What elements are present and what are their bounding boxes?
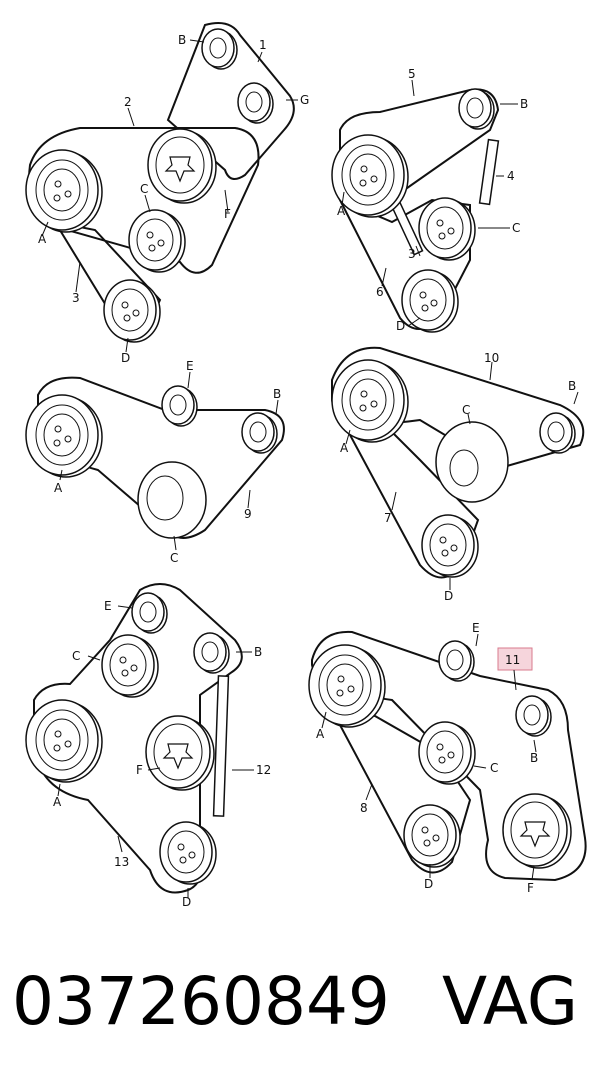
label-d: D [121,351,130,365]
brand-name: VAG [441,963,578,1040]
label-f: F [136,763,143,777]
callout-13: 13 [114,855,129,869]
callout-9: 9 [244,507,252,521]
label-b: B [568,379,576,393]
callout-2: 2 [124,95,132,109]
pulley-a-icon [308,644,386,728]
pulley-a-icon [25,699,103,783]
label-b: B [530,751,538,765]
pulley-e-icon [161,385,198,427]
label-a: A [316,727,325,741]
pulley-e-icon [131,592,168,634]
callout-3b: 3 [408,247,416,261]
label-c: C [462,403,470,417]
label-f: F [527,881,534,895]
label-c: C [512,221,520,235]
label-e: E [104,599,112,613]
pulley-f-icon [502,793,572,869]
pulley-c-icon [137,461,207,539]
label-b: B [273,387,281,401]
pulley-d-icon [403,804,461,868]
label-g: G [300,93,309,107]
label-a: A [337,204,346,218]
callout-10: 10 [484,351,499,365]
pulley-b-icon [515,695,552,737]
callout-5: 5 [408,67,416,81]
pulley-f-icon [145,715,215,791]
pulley-c-icon [435,421,509,503]
pulley-a-icon [25,149,103,233]
pulley-b-icon [201,28,238,70]
panel-4: 10 B A C 7 D [331,346,585,603]
label-c: C [490,761,498,775]
belt-12-icon [212,675,230,817]
label-c: C [170,551,178,565]
label-c: C [72,649,80,663]
pulley-d-icon [103,279,161,343]
label-a: A [38,232,47,246]
belt-layout-diagram: 1 2 3 B G F A C D 5 4 3 6 B C A D [25,22,587,909]
label-d: D [396,319,405,333]
pulley-b-icon [458,88,495,130]
panel-1: 1 2 3 B G F A C D [25,22,309,365]
part-number: 037260849 [12,963,390,1040]
label-e: E [472,621,480,635]
pulley-d-icon [421,514,479,578]
pulley-c-icon [418,197,476,261]
callout-6: 6 [376,285,384,299]
label-d: D [444,589,453,603]
label-b: B [520,97,528,111]
label-a: A [54,481,63,495]
belt-4-icon [478,138,500,206]
callout-1: 1 [259,38,267,52]
pulley-b-icon [241,412,278,454]
callout-7: 7 [384,511,392,525]
panel-5: E C B F 12 A 13 D [25,583,271,909]
label-a: A [53,795,62,809]
label-b: B [178,33,186,47]
pulley-b-icon [193,632,230,674]
callout-3: 3 [72,291,80,305]
label-d: D [424,877,433,891]
panel-2: 5 4 3 6 B C A D [331,67,528,333]
label-a: A [340,441,349,455]
pulley-f-icon [147,128,217,204]
callout-11: 11 [505,653,520,667]
belt-1-outline [166,22,295,180]
panel-3: E B A C 9 [25,359,285,565]
label-f: F [224,207,231,221]
pulley-e-icon [438,640,475,682]
pulley-d-icon [159,821,217,885]
label-e: E [186,359,194,373]
callout-12: 12 [256,763,271,777]
callout-4: 4 [507,169,515,183]
pulley-b-icon [539,412,576,454]
label-d: D [182,895,191,909]
panel-6: E 11 A B C 8 D F [308,621,587,895]
label-b: B [254,645,262,659]
pulley-c-icon [418,721,476,785]
callout-11-highlight [497,647,533,671]
pulley-c-icon [128,209,186,273]
pulley-g-icon [237,82,274,124]
label-c: C [140,182,148,196]
pulley-d-icon [401,269,459,333]
pulley-a-icon [331,359,409,443]
callout-8: 8 [360,801,368,815]
pulley-c-icon [101,634,159,698]
pulley-a-icon [25,394,103,478]
